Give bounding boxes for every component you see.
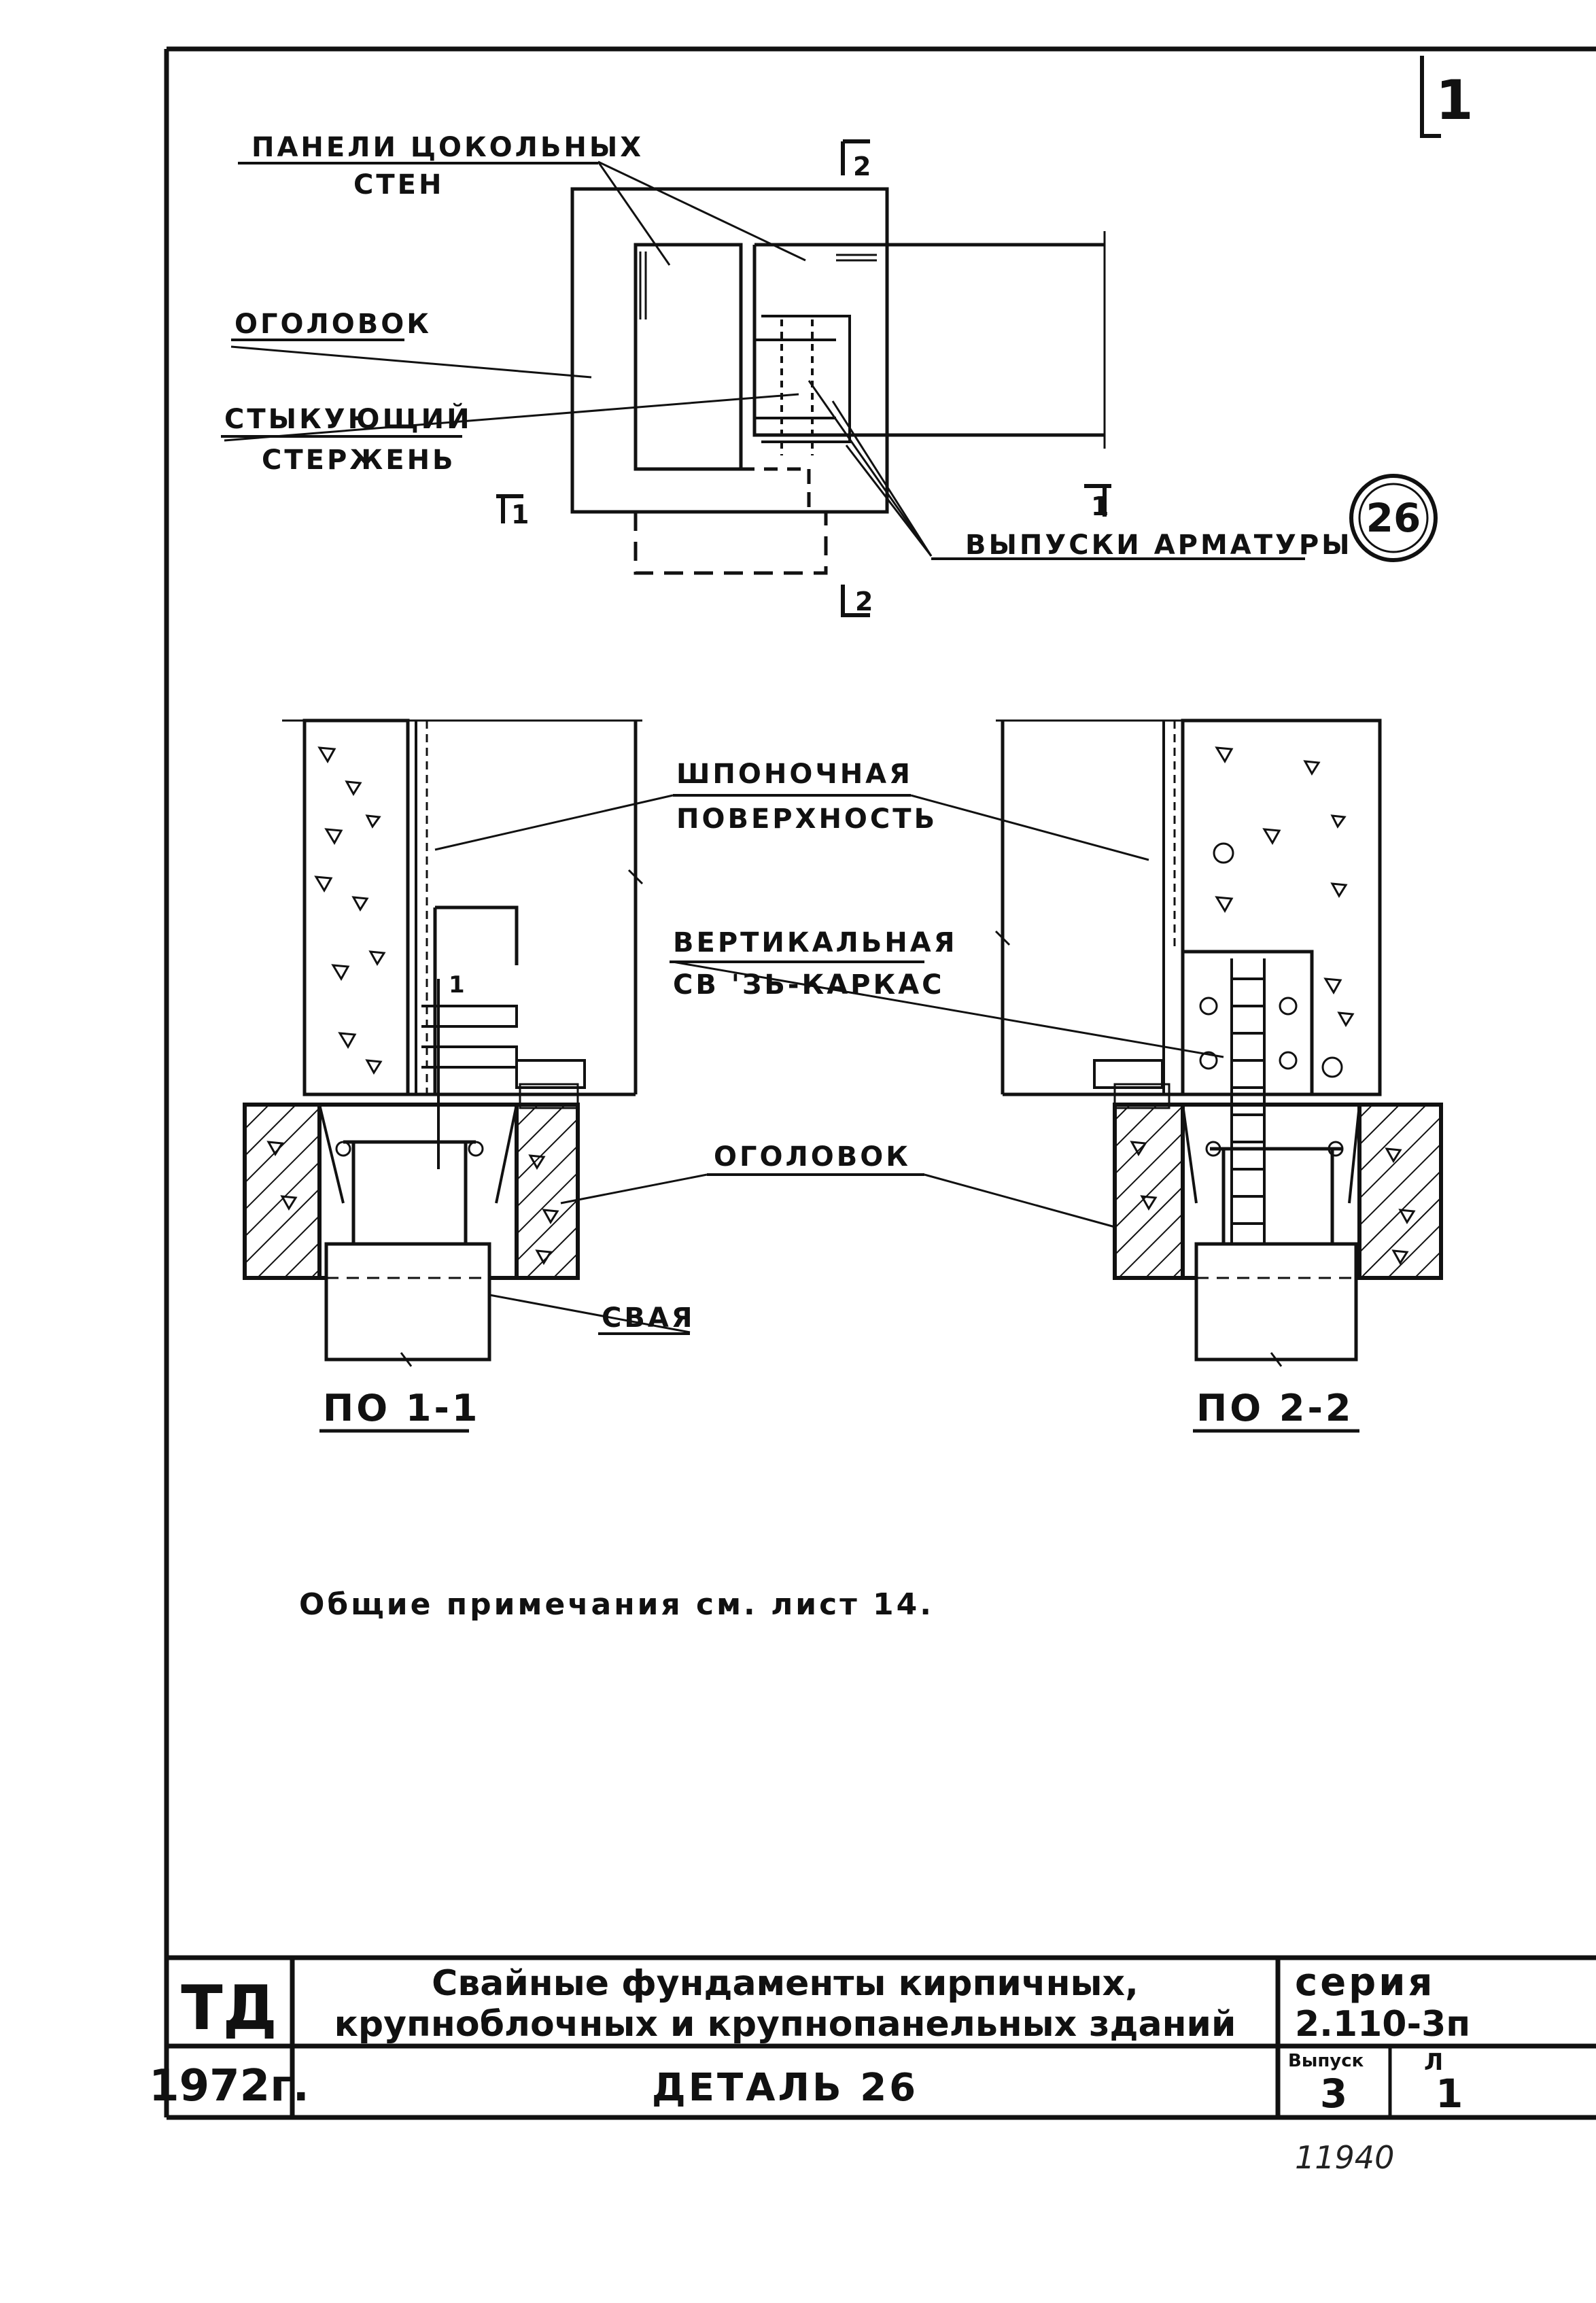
- cut-marker-2-top: [841, 139, 870, 175]
- plan-joint-rod: [780, 319, 814, 455]
- sheet-label: Л: [1424, 2049, 1443, 2076]
- label-key-surface-1: ШПОНОЧНАЯ: [676, 759, 913, 790]
- plan-rebar-loops: [754, 315, 851, 443]
- s1-cap-inner: [318, 1104, 518, 1204]
- series-label: серия: [1295, 1960, 1435, 2005]
- cut-1-left-number: 1: [511, 500, 529, 530]
- plan-leaders: [224, 160, 933, 557]
- cut-1-right-number: 1: [1091, 491, 1109, 521]
- section-leaders: [434, 794, 1224, 1334]
- s1-rebar-stirrups: [421, 1005, 518, 1069]
- title-block-code: ТД: [181, 1973, 277, 2044]
- detail-title: ДЕТАЛЬ 26: [652, 2066, 918, 2110]
- label-plinth-panels-2: СТЕН: [353, 169, 444, 201]
- plan-view: [570, 187, 1106, 575]
- section-2-2: [994, 718, 1443, 1367]
- s2-pile-anchor: [1210, 1147, 1342, 1244]
- section-1-1: [243, 718, 644, 1367]
- s2-cap-left: [1113, 1103, 1185, 1280]
- series-value: 2.110-3п: [1295, 2004, 1470, 2045]
- section-1-1-title: ПО 1-1: [323, 1387, 480, 1430]
- plan-pile-outline: [634, 512, 828, 575]
- s2-bracket: [1181, 950, 1314, 1096]
- s1-pile: [324, 1242, 491, 1362]
- sheet-number-fragment: 1: [1436, 69, 1474, 132]
- cut-marker-2-bottom: [841, 585, 870, 617]
- plan-panel-right: [752, 243, 1105, 437]
- general-notes: Общие примечания см. лист 14.: [299, 1587, 934, 1622]
- s1-bar-mark: 1: [449, 971, 465, 999]
- label-plan-cap: ОГОЛОВОК: [235, 309, 432, 340]
- s1-panel-concrete: [302, 718, 410, 1096]
- s2-aggregate-marks: [1130, 746, 1416, 1265]
- title-block: [167, 1955, 1596, 2117]
- label-plinth-panels-1: ПАНЕЛИ ЦОКОЛЬНЫХ: [251, 132, 644, 163]
- cut-marker-1-right: [1084, 484, 1111, 517]
- plan-hidden-line: [741, 467, 811, 512]
- label-vertical-cage-1: ВЕРТИКАЛЬНАЯ: [673, 927, 958, 958]
- s1-cap-left: [243, 1103, 322, 1280]
- archive-number: 11940: [1295, 2139, 1394, 2176]
- s2-pile: [1194, 1242, 1358, 1362]
- label-joint-rod-2: СТЕРЖЕНЬ: [262, 445, 456, 476]
- detail-marker-number: 26: [1366, 495, 1421, 541]
- title-block-year: 1972г.: [149, 2061, 309, 2111]
- title-line-1: Свайные фундаменты кирпичных,: [432, 1963, 1139, 2004]
- s1-pile-anchor: [343, 1140, 476, 1244]
- s1-cap-right: [515, 1103, 580, 1280]
- s2-cap-inner: [1181, 1104, 1361, 1204]
- detail-marker: [1349, 474, 1438, 562]
- title-line-2: крупноблочных и крупнопанельных зданий: [334, 2004, 1236, 2045]
- sheet-frame: [164, 46, 1596, 2120]
- plan-pile-cap: [570, 187, 889, 514]
- label-section-cap: ОГОЛОВОК: [714, 1141, 911, 1173]
- issue-label: Выпуск: [1288, 2051, 1364, 2071]
- cut-marker-1-left: [496, 494, 523, 523]
- s2-plate: [1093, 1059, 1164, 1089]
- s1-plate: [515, 1059, 586, 1089]
- label-key-surface-2: ПОВЕРХНОСТЬ: [676, 803, 937, 835]
- sheet-value: 1: [1436, 2071, 1463, 2117]
- plan-panel-left: [634, 243, 743, 471]
- plan-weld-ticks: [639, 252, 877, 319]
- s2-cap-outline: [1113, 1103, 1443, 1280]
- section-2-2-title: ПО 2-2: [1196, 1387, 1353, 1430]
- label-joint-rod-1: СТЫКУЮЩИЙ: [224, 402, 472, 435]
- cut-2-top-number: 2: [853, 152, 871, 181]
- s1-bracket: [433, 905, 519, 1094]
- s1-aggregate-marks: [266, 746, 559, 1265]
- label-pile: СВАЯ: [602, 1302, 695, 1334]
- s1-cap-outline: [243, 1103, 580, 1280]
- s2-vertical-cage: [1230, 958, 1266, 1244]
- cut-2-bottom-number: 2: [855, 587, 873, 617]
- label-rebar-outlets: ВЫПУСКИ АРМАТУРЫ: [965, 530, 1353, 561]
- label-vertical-cage-2: СВ 'ЗЬ-КАРКАС: [673, 969, 945, 1001]
- issue-value: 3: [1320, 2071, 1347, 2117]
- s2-cap-right: [1357, 1103, 1443, 1280]
